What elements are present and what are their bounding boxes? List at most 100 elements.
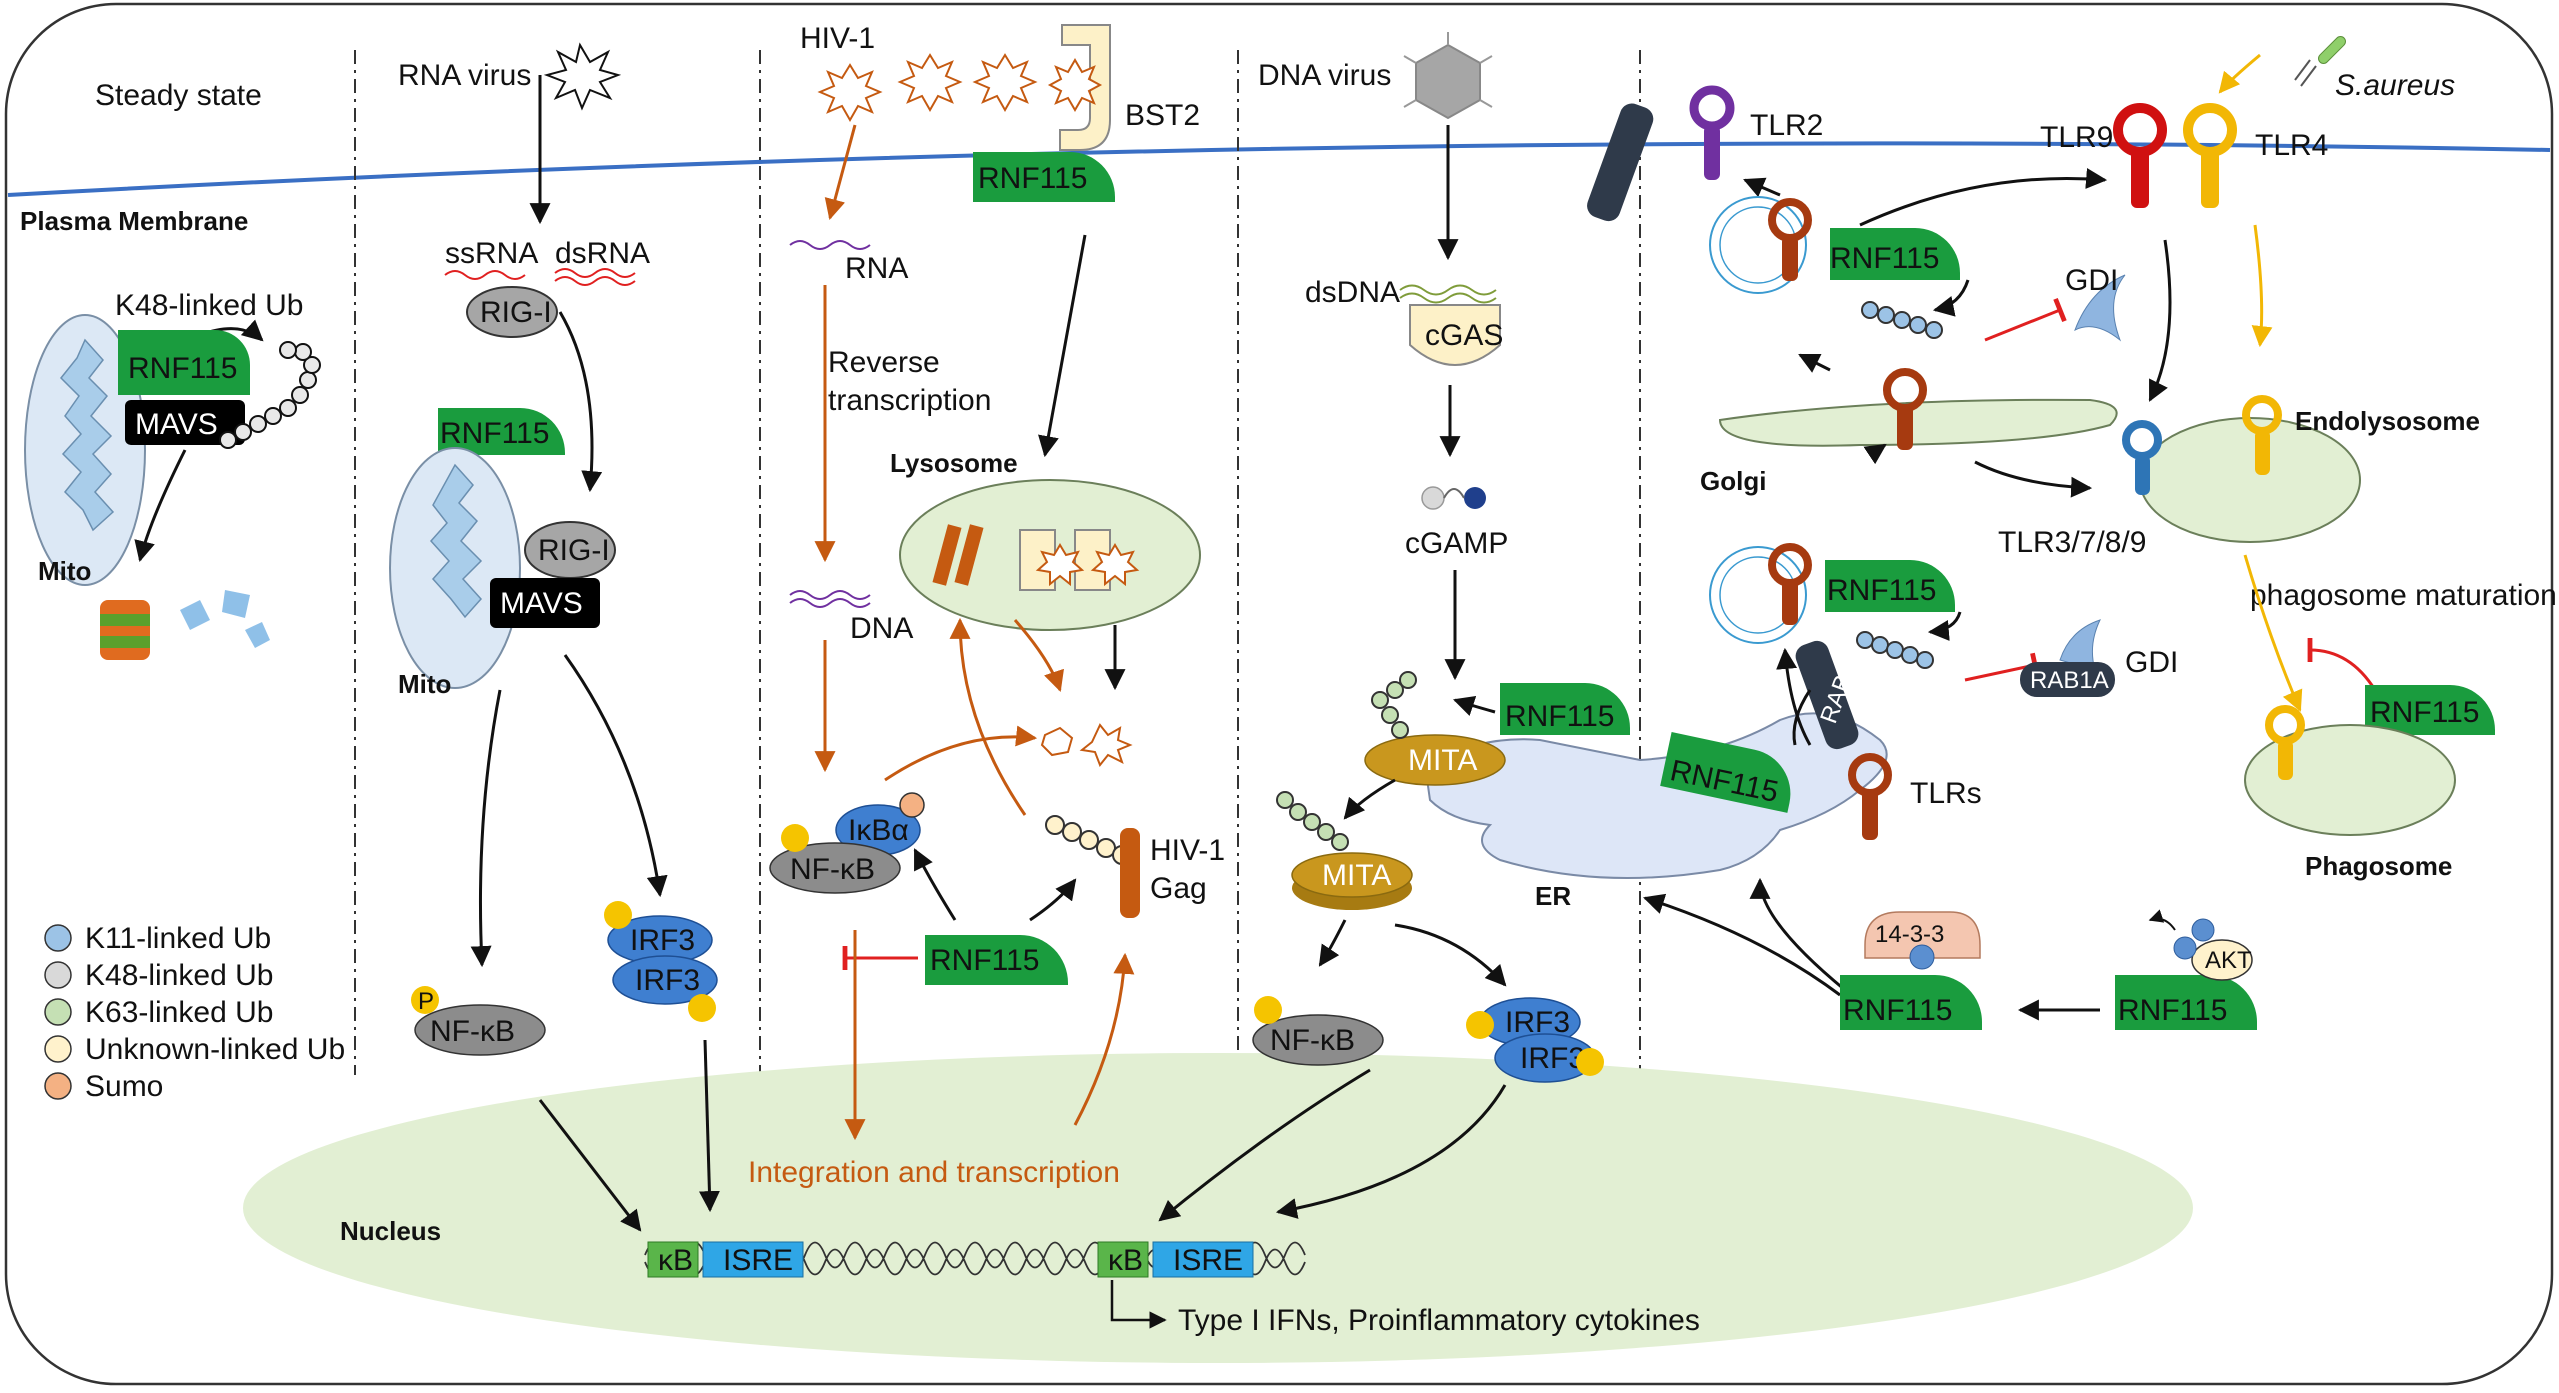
vesicle-rab1a	[1709, 543, 1812, 644]
nfkb-dna	[1252, 1014, 1384, 1066]
irf3-rna-b	[612, 955, 718, 1005]
rnf115-hiv-bottom	[925, 935, 1068, 985]
gdi-b-icon	[2059, 619, 2101, 671]
rnf115-mita	[1500, 683, 1630, 735]
hiv-virions-icon	[817, 53, 1038, 123]
output-label: Type I IFNs, Proinflammatory cytokines	[1178, 1304, 1700, 1337]
rnf115-phagosome-label: RNF115	[2370, 696, 2479, 729]
nfkb-hiv	[769, 842, 901, 894]
k48-label: K48-linked Ub	[115, 289, 303, 322]
rnf115-rab1a	[1825, 560, 1955, 612]
rnf115-akt	[2115, 975, 2257, 1030]
rab13	[1587, 103, 1654, 222]
arrow-irf3-to-nucleus	[698, 1039, 720, 1213]
tlr2-label: TLR2	[1750, 109, 1823, 142]
rnf115-er	[1660, 732, 1791, 813]
irf3-dna-b-label: IRF3	[1520, 1042, 1585, 1075]
legend-label-k11: K11-linked Ub	[85, 922, 271, 955]
rnf115-rna-label: RNF115	[440, 417, 549, 450]
p-nfkb-rna	[411, 986, 439, 1014]
cgamp-b	[1464, 487, 1486, 509]
nucleus	[243, 1053, 2193, 1363]
arrow-virion-to-rna	[824, 124, 857, 221]
sumo-ikba	[899, 792, 925, 818]
rab1a-gdi-label: RAB1A	[2030, 667, 2109, 694]
rnf115-hiv-top	[973, 152, 1115, 202]
degradation-arrow	[134, 449, 187, 563]
section-title-hiv: HIV-1	[800, 22, 875, 55]
phagosome	[2244, 724, 2456, 836]
arrow-mavs-to-nfkb	[470, 689, 502, 968]
mavs-rna	[490, 578, 600, 628]
cell-outline	[4, 2, 2554, 1386]
er-label: ER	[1535, 881, 1571, 911]
hiv-rna-label: RNA	[845, 252, 908, 285]
arrow-nfkb-to-nucleus	[538, 1099, 642, 1232]
protein-1433-label: 14-3-3	[1875, 921, 1944, 948]
rnf115-rab13-label: RNF115	[1830, 242, 1939, 275]
nucleus-label: Nucleus	[340, 1216, 441, 1246]
nfkb-rna	[414, 1004, 546, 1056]
rna-virus-icon	[543, 42, 622, 111]
arrow-bst2-to-lysosome	[1038, 234, 1087, 458]
arrow-vesicle2-to-golgi	[1863, 443, 1887, 465]
section-title-rna-virus: RNA virus	[398, 59, 531, 92]
tlr4-in-phagosome	[2265, 705, 2305, 780]
mita-a-label: MITA	[1408, 744, 1477, 777]
hiv-dna-label: DNA	[850, 612, 913, 645]
inhibit-gdi-b	[1964, 652, 2040, 682]
section-dividers	[354, 50, 1641, 1075]
p-1433	[1909, 944, 1935, 970]
mito-steady	[24, 314, 146, 586]
cgas	[1409, 304, 1501, 366]
p-nfkb-dna	[1254, 996, 1282, 1024]
endolysosome-label: Endolysosome	[2295, 406, 2480, 436]
phagosome-maturation-label: phagosome maturation	[2250, 579, 2557, 612]
gag-ub-chain	[1045, 815, 1132, 865]
legend-swatch-k48	[44, 961, 72, 989]
rnf115-rna	[438, 408, 565, 455]
rt-label-2: transcription	[828, 384, 991, 417]
hiv-in-lysosome-b	[1090, 543, 1140, 587]
hiv-gag-icon	[1120, 828, 1140, 918]
arrow-tlr4-to-endolysosome	[2251, 224, 2273, 348]
inhibit-gdi-a	[1984, 297, 2067, 342]
rnf115-phagosome	[2365, 685, 2495, 735]
rab1a	[1795, 640, 1859, 750]
phagosome-label: Phagosome	[2305, 851, 2452, 881]
arrow-rnf115-to-mita	[1453, 696, 1496, 716]
arrow-saureus-to-tlr4	[2218, 53, 2261, 94]
tlr2-icon	[1689, 85, 1735, 180]
arrow-vesicle-to-tlr9	[1859, 168, 2108, 227]
tlr-blue-in-endo	[2122, 420, 2162, 495]
p-irf3-dna-a	[1466, 1011, 1494, 1039]
gag-in-lysosome	[932, 524, 984, 586]
tlr4-label: TLR4	[2255, 129, 2328, 162]
arrow-rnf115-to-gag	[1029, 878, 1077, 922]
gag-label-1: HIV-1	[1150, 834, 1225, 867]
rt-label-1: Reverse	[828, 346, 940, 379]
gag-label-2: Gag	[1150, 872, 1207, 905]
legend-swatch-k11	[44, 924, 72, 952]
tlr9-icon	[2113, 103, 2167, 208]
ssrna-strand	[444, 270, 526, 280]
legend-label-unknown: Unknown-linked Ub	[85, 1033, 345, 1066]
rnf115-steady	[118, 330, 250, 395]
dsdna-strand	[1399, 284, 1497, 304]
isre-label-2: ISRE	[1173, 1244, 1243, 1277]
rigi-bottom-label: RIG-I	[538, 534, 610, 567]
mavs-rna-label: MAVS	[500, 587, 583, 620]
nfkb-hiv-label: NF-κB	[790, 853, 875, 886]
mito-label-steady: Mito	[38, 556, 91, 586]
p-nfkb-rna-label: P	[418, 988, 434, 1015]
arrow-tlr9-to-endolysosome	[2148, 239, 2172, 402]
ssrna-label: ssRNA	[445, 237, 538, 270]
cgamp-label: cGAMP	[1405, 527, 1508, 560]
dsrna-strand	[554, 268, 636, 286]
section-title-steady-state: Steady state	[95, 79, 262, 112]
gdi-a-icon	[2074, 274, 2126, 342]
rnf115-rab13	[1830, 228, 1960, 280]
arrow-lysosome-degrade-a	[1013, 619, 1064, 692]
